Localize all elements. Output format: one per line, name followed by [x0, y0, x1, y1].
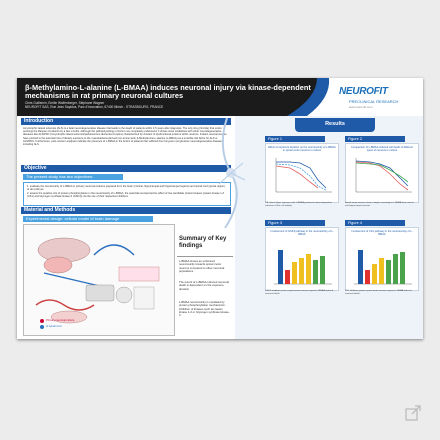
- affiliation: NEUROFIT SAS, Rue Jean Sapidus, Parc d'I…: [25, 104, 164, 109]
- objective-heading: Objective: [21, 165, 231, 172]
- objective-box: 1. evaluate the neurotoxicity of L-BMAA …: [23, 182, 231, 206]
- logo-tagline: PRECLINICAL RESEARCH: [349, 99, 399, 104]
- figure-1-caption: 1/8: after 6 days' exposure with L-BMAA …: [265, 202, 332, 207]
- methods-subheading: Experimental design: cellular model of b…: [23, 216, 153, 222]
- summary-heading: Summary of Key findings: [179, 236, 227, 249]
- figure-4-caption: CK1 inhibitors protect spinal motor neur…: [345, 290, 412, 295]
- figure-1: Effect of exposure duration on the neuro…: [265, 143, 339, 203]
- objective-item-1: 1. evaluate the neurotoxicity of L-BMAA …: [27, 185, 225, 192]
- figure-4-chart: [354, 250, 412, 285]
- experimental-design-illustration: [35, 237, 160, 329]
- neurofit-logo: NEUROFIT PRECLINICAL RESEARCH www.neurof…: [339, 84, 417, 112]
- figure-1-label: Figure 1: [265, 136, 325, 142]
- figure-3-label: Figure 3: [265, 220, 325, 226]
- figure-3-caption: GSK3 inhibitors protect spinal motor neu…: [265, 290, 334, 295]
- methods-heading: Material and Methods: [21, 207, 231, 214]
- figure-2: Comparison of L-BMAA-induced cell death …: [345, 143, 419, 203]
- expand-arrow-icon[interactable]: [405, 405, 421, 421]
- results-panel: Results Figure 1 Effect of exposure dura…: [235, 116, 423, 339]
- introduction-heading: Introduction: [21, 118, 231, 125]
- figure-4-label: Figure 4: [345, 220, 405, 226]
- figure-3-chart: [274, 250, 332, 285]
- results-heading: Results: [295, 118, 375, 132]
- methods-legend-2: of spinal cord: [46, 325, 62, 328]
- figure-3-title: Involvement of GSK3 pathway in the neuro…: [270, 230, 334, 236]
- figure-2-title: Comparison of L-BMAA-induced cell death …: [351, 146, 413, 152]
- poster[interactable]: β-Methylamino-L-alanine (L-BMAA) induces…: [17, 78, 423, 339]
- neuron-illustration: [218, 118, 246, 228]
- poster-title: β-Methylamino-L-alanine (L-BMAA) induces…: [25, 83, 311, 101]
- summary-findings: L-BMAA shows an enhanced neurotoxicity t…: [177, 256, 233, 333]
- figure-2-caption: Spinal motor neurons show a higher sensi…: [345, 202, 414, 207]
- figure-1-title: Effect of exposure duration on the neuro…: [268, 146, 336, 152]
- figure-2-chart: [355, 158, 412, 193]
- title-swoosh: [287, 78, 347, 116]
- figure-4-title: Involvement of CK1 pathway in the neurot…: [351, 230, 413, 236]
- poster-authors: Chris Guillemin, Emilie Wolfenberger, St…: [25, 101, 313, 110]
- finding-3: L-BMAA neurotoxicity is mediated by prot…: [179, 300, 230, 318]
- introduction-text: Amyotrophic lateral sclerosis (ALS) is a…: [23, 127, 227, 147]
- logo-url: www.neurofit.com: [349, 105, 373, 109]
- figure-2-label: Figure 2: [345, 136, 405, 142]
- poster-header: β-Methylamino-L-alanine (L-BMAA) induces…: [17, 78, 423, 116]
- logo-name: NEUROFIT: [339, 86, 388, 97]
- methods-diagram: Primary neuronal culture of spinal cord: [23, 224, 175, 336]
- figure-3: Involvement of GSK3 pathway in the neuro…: [265, 227, 339, 291]
- figure-4: Involvement of CK1 pathway in the neurot…: [345, 227, 419, 291]
- authors: Chris Guillemin, Emilie Wolfenberger, St…: [25, 101, 105, 105]
- finding-2: The extent of L-BMAA-induced neuronal de…: [179, 280, 229, 291]
- objective-item-2: 2. assess the putative role of protein p…: [27, 192, 225, 199]
- methods-legend-1: Primary neuronal culture: [46, 319, 75, 322]
- finding-1: L-BMAA shows an enhanced neurotoxicity t…: [179, 259, 225, 273]
- objective-subheading: The present study has two objectives:: [23, 174, 123, 180]
- figure-1-chart: [275, 158, 332, 193]
- title-banner: β-Methylamino-L-alanine (L-BMAA) induces…: [17, 78, 317, 116]
